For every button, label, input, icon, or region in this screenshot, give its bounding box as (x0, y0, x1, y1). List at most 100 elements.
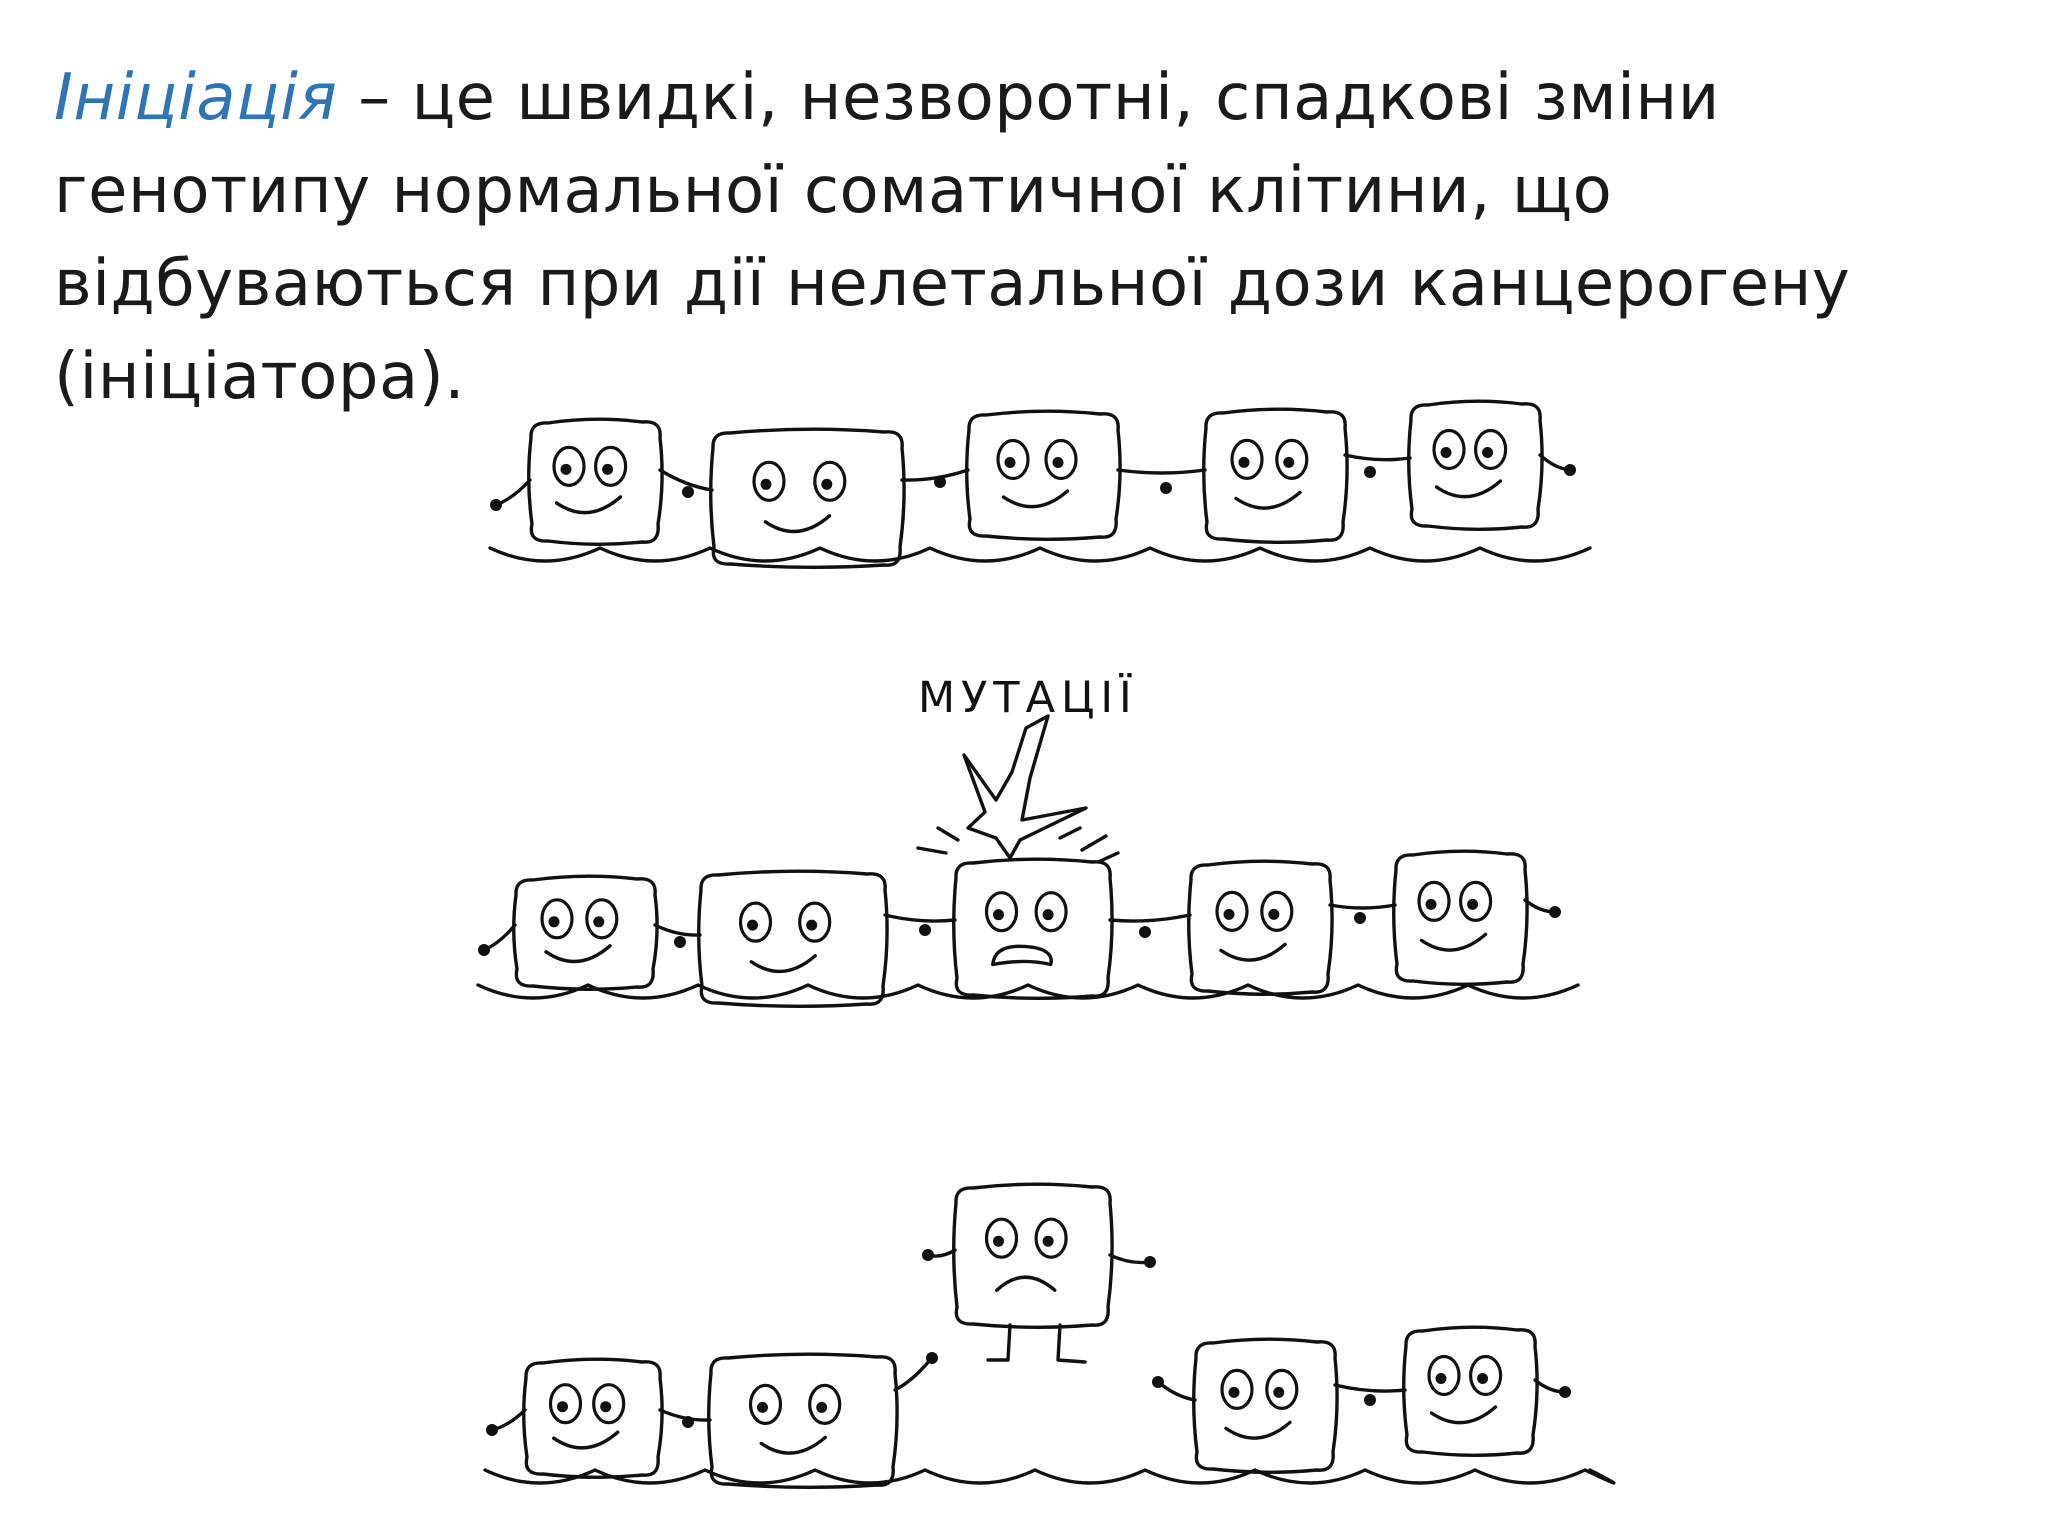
eye (996, 438, 1030, 481)
arm (926, 1248, 957, 1258)
eye (1044, 438, 1078, 481)
eye (748, 1383, 783, 1426)
leg (1056, 1323, 1087, 1364)
cell-body (1192, 1337, 1339, 1474)
cell-body (952, 1182, 1114, 1329)
arm (482, 923, 517, 952)
eye (548, 1383, 583, 1425)
cell (965, 409, 1122, 541)
arm (1343, 453, 1412, 462)
cell-body (527, 417, 664, 546)
cell-body (709, 427, 906, 569)
mouth-smile (552, 1430, 620, 1450)
tissue-line (476, 983, 1580, 1000)
cell-body (965, 409, 1122, 541)
mutation-arrow (916, 714, 1120, 864)
pupil (1238, 456, 1250, 468)
eye (592, 1383, 626, 1425)
pupil (747, 919, 758, 931)
pupil (993, 1235, 1004, 1247)
mouth-smile (1429, 1405, 1498, 1425)
arm (883, 913, 957, 923)
mutation-label: МУТАЦІЇ (918, 672, 1138, 723)
cell (697, 869, 889, 1008)
hand-dot (682, 1416, 694, 1428)
mouth-smile (759, 1435, 827, 1455)
arm (653, 923, 702, 937)
cell-row-mutation (476, 849, 1580, 1008)
eye (752, 460, 786, 502)
eye (738, 901, 773, 943)
eye (1215, 890, 1249, 933)
pupil (1482, 447, 1494, 458)
eye (593, 445, 628, 487)
arm (893, 1358, 932, 1392)
pupil (1052, 457, 1064, 468)
cell-body (1187, 859, 1334, 996)
hand-dot (1549, 906, 1561, 918)
cell-body (1202, 407, 1349, 544)
arm (490, 1408, 527, 1432)
cell-body (522, 1357, 664, 1479)
pupil (806, 919, 818, 931)
cell-body (1402, 1325, 1539, 1457)
eye (984, 1217, 1019, 1259)
arm (1333, 1383, 1407, 1393)
mouth-smile (1434, 479, 1503, 499)
eye (1260, 890, 1294, 933)
eye (1275, 438, 1309, 480)
pupil (560, 463, 572, 475)
eye (1468, 1354, 1503, 1397)
arm (1108, 913, 1192, 923)
arm (1156, 1380, 1197, 1402)
arm (494, 478, 532, 507)
eye (1034, 891, 1068, 933)
pupil (1004, 457, 1016, 468)
pupil (757, 1401, 768, 1413)
cell (1402, 1325, 1539, 1457)
hand-dot (1564, 464, 1576, 476)
eye (1427, 1354, 1461, 1397)
definition-text: Ініціація – це швидкі, незворотні, спадк… (54, 52, 2014, 424)
mouth-smile (763, 514, 832, 534)
cell (522, 1357, 664, 1479)
mouth-smile (749, 954, 817, 974)
pupil (1477, 1373, 1489, 1384)
cell-body (707, 1352, 899, 1489)
eye (1432, 428, 1466, 471)
hand-dot (1559, 1386, 1571, 1398)
eye (1230, 438, 1264, 480)
pupil (1283, 456, 1295, 468)
mouth-smile (544, 944, 612, 964)
hand-dot (926, 1352, 938, 1364)
cell (1202, 407, 1349, 544)
eye (1417, 880, 1451, 923)
pupil (1268, 908, 1280, 920)
pupil (1042, 1235, 1054, 1247)
eye (1220, 1368, 1254, 1411)
eye (984, 891, 1019, 933)
mouth-smile (1001, 489, 1070, 509)
eye (813, 460, 847, 502)
arm (1328, 903, 1397, 910)
cell (527, 417, 664, 546)
pupil (1435, 1373, 1447, 1384)
mouth-smile (1419, 932, 1488, 952)
hand-dot (1364, 1394, 1376, 1406)
pupil (816, 1401, 828, 1413)
eye (585, 898, 619, 940)
pupil (993, 909, 1004, 921)
cell (1392, 849, 1529, 986)
mouth-smile (1234, 490, 1302, 510)
eye (798, 901, 832, 943)
cell (707, 1352, 899, 1489)
cell (952, 1182, 1114, 1329)
pupil (1042, 909, 1054, 921)
cell (952, 857, 1114, 1000)
arm (658, 468, 714, 492)
term-highlight: Ініціація (54, 61, 338, 135)
cell-row-normal (488, 399, 1592, 569)
cell-body (697, 869, 889, 1008)
mouth-smile (554, 495, 623, 515)
cell-body (512, 874, 659, 991)
